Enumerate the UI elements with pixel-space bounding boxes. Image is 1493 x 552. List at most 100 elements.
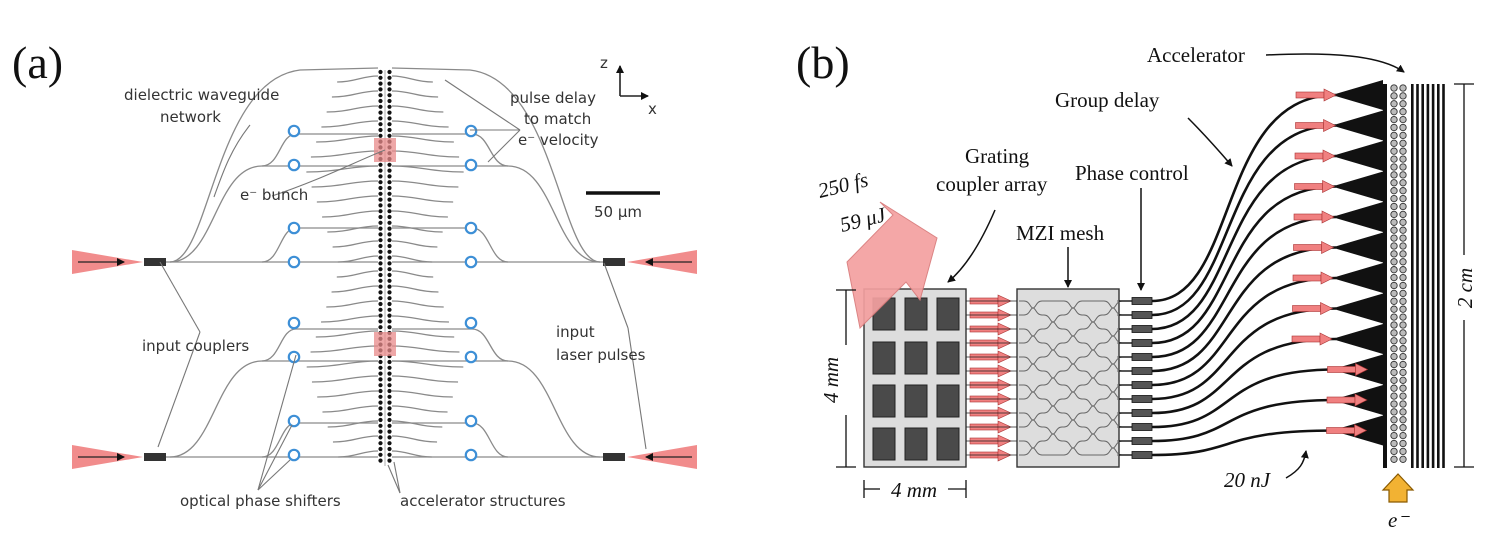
accelerator-pillar — [1399, 313, 1407, 321]
waveguide-split-right — [392, 328, 509, 362]
accelerator-feed-line — [310, 345, 379, 353]
accelerator-pillar — [1390, 329, 1398, 337]
accelerator-pillar — [378, 383, 383, 388]
mzi-waveguide — [1019, 419, 1123, 435]
accelerator-pillar — [1390, 273, 1398, 282]
accelerator-pillar — [1399, 108, 1407, 116]
accelerator-pillar — [387, 180, 392, 185]
mzi-mesh-paths — [1019, 300, 1123, 456]
accelerator-pillar — [387, 93, 392, 98]
accelerator-feed-line — [331, 285, 379, 293]
accelerator-pillar — [1399, 234, 1407, 242]
coupler-output-arrows — [966, 294, 1017, 462]
accelerator-pillar — [387, 359, 392, 365]
phase-shifter-ring — [464, 350, 478, 364]
accelerator-pillar — [1399, 179, 1407, 187]
accelerator-feed-line — [326, 300, 379, 308]
pulse-arrow-head — [1323, 119, 1337, 132]
group-delay-waveguides — [1151, 93, 1337, 457]
accelerator-feed-line — [337, 75, 379, 83]
accelerator-pillar — [387, 110, 392, 115]
phase-control-pad — [1131, 311, 1153, 319]
accelerator-pillar — [378, 406, 383, 411]
accelerator-pillar — [1399, 368, 1407, 377]
accelerator-pillar — [378, 417, 383, 423]
accelerator-feed-line — [391, 225, 443, 233]
accelerator-pillar — [378, 104, 383, 109]
phase-shifter-ring — [287, 316, 301, 330]
accelerator-wall — [1383, 84, 1387, 468]
panel-b: (b) — [796, 37, 1477, 532]
accelerator-pillar — [387, 383, 392, 388]
pulse-arrow-body — [1291, 335, 1321, 343]
accelerator-pillar — [1390, 376, 1398, 384]
waveguide-split-left — [261, 227, 378, 263]
accelerator-pillar — [378, 325, 383, 330]
phase-shifter-ring — [464, 414, 478, 428]
waveguide-split-left — [261, 133, 378, 167]
accelerator-feed-line — [391, 420, 443, 428]
accelerator-pillar — [387, 394, 392, 399]
accelerator-feed-line — [391, 240, 438, 248]
accelerator-pillar — [1399, 289, 1407, 298]
accelerator-pillar — [378, 255, 383, 260]
accelerator-pillar — [387, 122, 392, 127]
waveguide-envelope-right — [391, 67, 601, 263]
axis-x-label: x — [648, 100, 657, 118]
accelerator-pillar — [387, 325, 392, 330]
accelerator-pillar — [1390, 297, 1398, 305]
grating-coupler — [872, 341, 896, 375]
grating-coupler — [936, 341, 960, 375]
accelerator-pillar — [378, 243, 383, 249]
accelerator-pillar — [378, 69, 383, 75]
accelerator-pillar — [387, 185, 392, 191]
phase-control-pad — [1131, 339, 1153, 347]
accelerator-pillar — [387, 371, 392, 376]
phase-shifter-ring — [464, 158, 478, 172]
accelerator-taper — [1332, 263, 1383, 293]
accelerator-pillar — [1399, 171, 1407, 179]
accelerator-pillar — [1399, 416, 1407, 424]
accelerator-feed-line — [391, 285, 439, 293]
group-delay-waveguide — [1151, 307, 1337, 401]
accelerator-feed-line — [332, 240, 379, 248]
accelerator-feed-line — [337, 255, 379, 263]
grating-coupler — [936, 427, 960, 461]
accelerator-feed-line — [311, 180, 379, 188]
height-dimension-label: 4 mm — [819, 357, 843, 403]
pulse-arrow-head — [1320, 271, 1334, 285]
waveguide-network — [150, 67, 625, 458]
accelerator-pillar — [1399, 384, 1407, 392]
accelerator-pillar — [387, 243, 392, 249]
accelerator-pillar — [1399, 424, 1407, 432]
accelerator-feed-line — [316, 195, 379, 203]
accelerator-pillar — [1390, 313, 1398, 321]
accelerator-pillar — [378, 296, 383, 301]
accelerator-pillar — [378, 435, 383, 440]
accelerator-pillar — [1399, 92, 1407, 100]
accelerator-pillar — [1390, 92, 1398, 100]
accelerator-pillar — [378, 226, 383, 231]
accelerator-pillar — [387, 307, 392, 312]
accelerator-pillar — [1390, 352, 1398, 361]
waveguide-arc-left — [169, 360, 378, 458]
accelerator-pillar — [1399, 392, 1407, 400]
pulse-arrow-head — [1321, 241, 1335, 254]
accelerator-pillar — [1399, 305, 1407, 313]
mzi-mesh-box — [1016, 288, 1120, 468]
accelerator-pillar — [378, 180, 383, 185]
accelerator-pillar — [387, 238, 392, 243]
accelerator-feed-line — [311, 375, 379, 383]
accelerator-pillar — [378, 127, 383, 133]
panel-b-leader-arrows — [947, 53, 1405, 479]
accelerator-pillar — [1390, 447, 1398, 456]
accelerator-feed-line — [391, 405, 448, 413]
accelerator-pillar — [1390, 115, 1398, 124]
accelerator-pillar — [387, 98, 392, 104]
accelerator-feed-line — [321, 120, 379, 128]
accelerator-pillar — [387, 133, 392, 138]
group-delay-label: Group delay — [1055, 88, 1160, 112]
pulse-delay-label-line2: to match — [524, 110, 591, 128]
accelerator-feed-line — [326, 105, 379, 113]
